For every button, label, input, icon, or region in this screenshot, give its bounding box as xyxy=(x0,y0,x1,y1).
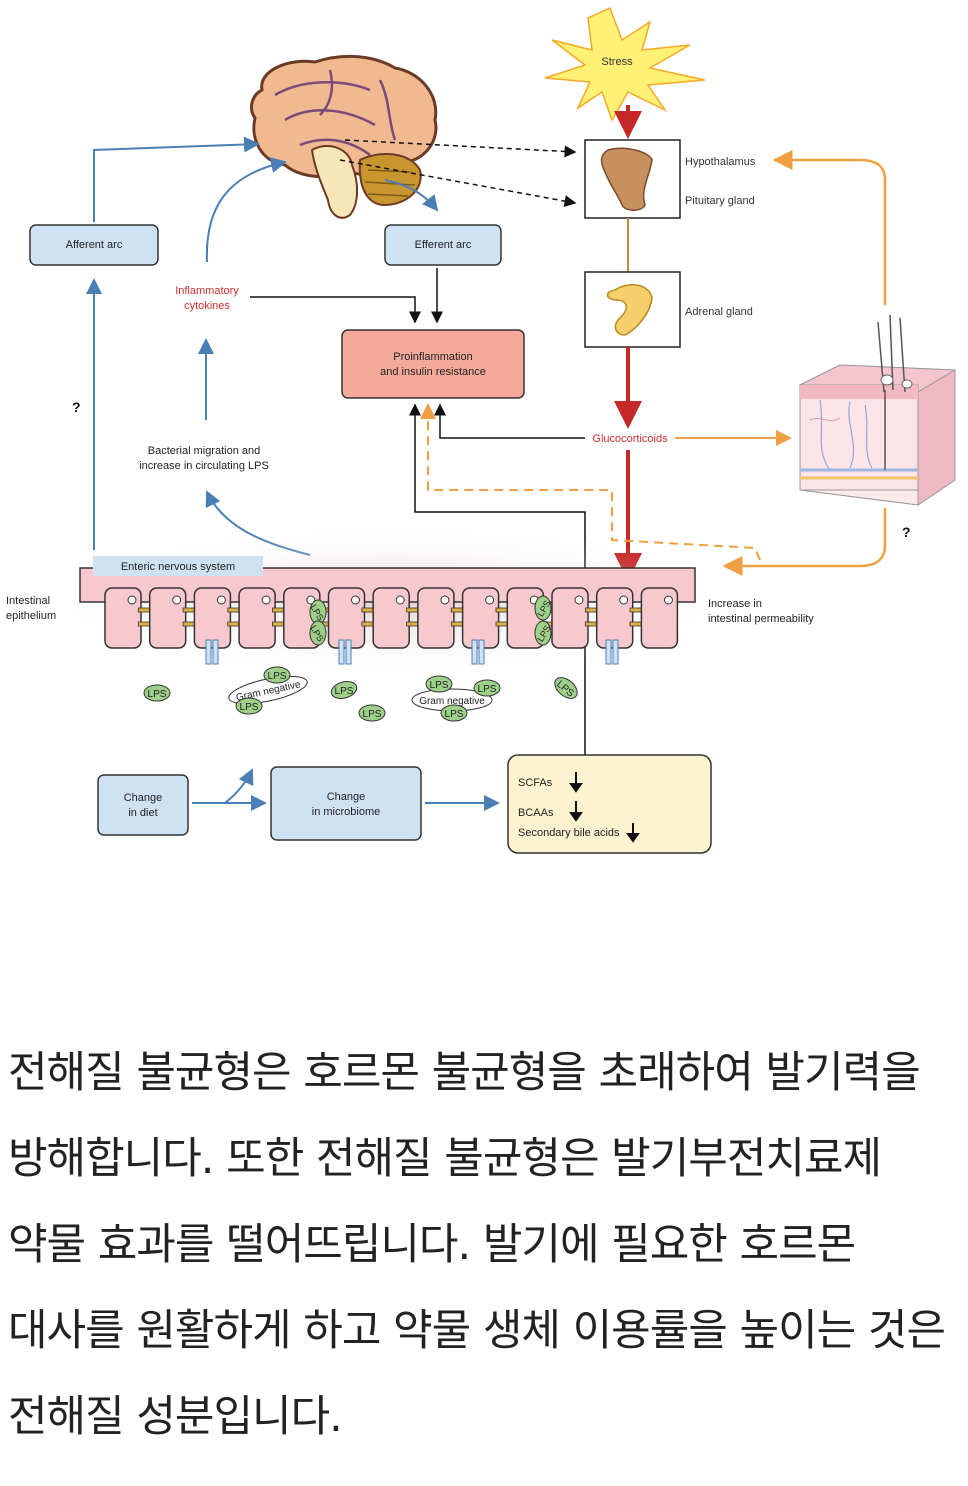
cell-nucleus xyxy=(485,595,495,605)
change-in-diet-box xyxy=(97,774,189,836)
hypothalamus-label: Hypothalamus xyxy=(685,156,756,168)
receptor xyxy=(612,639,619,665)
intestinal-epithelium-label-2: epithelium xyxy=(6,610,56,622)
adrenal-gland-label: Adrenal gland xyxy=(685,306,753,318)
svg-text:LPS: LPS xyxy=(478,684,497,695)
pituitary-gland-label: Pituitary gland xyxy=(685,195,755,207)
cell-nucleus xyxy=(663,595,673,605)
cell-nucleus xyxy=(440,595,450,605)
question-mark-left: ? xyxy=(72,399,81,415)
bacterial-migration-label-1: Bacterial migration and xyxy=(148,445,261,457)
receptor xyxy=(471,639,478,665)
cell-nucleus xyxy=(172,595,182,605)
epithelial-cell xyxy=(327,587,366,649)
glucocorticoids-to-proinflammation-arrow xyxy=(434,403,585,439)
receptor xyxy=(212,639,219,665)
proinflammation-label-2: and insulin resistance xyxy=(380,366,486,378)
efferent-arc-label: Efferent arc xyxy=(415,239,472,251)
epithelial-cell xyxy=(461,587,500,649)
increase-permeability-label-2: intestinal permeability xyxy=(708,613,814,625)
brain-to-efferent-arrow xyxy=(384,179,439,212)
cell-nucleus xyxy=(395,595,405,605)
intestinal-epithelium-label-1: Intestinal xyxy=(6,595,50,607)
epithelial-cell xyxy=(193,587,232,649)
svg-text:LPS: LPS xyxy=(430,680,449,691)
cell-nucleus xyxy=(574,595,584,605)
proinflammation-label-1: Proinflammation xyxy=(393,351,472,363)
stress-label: Stress xyxy=(601,56,633,68)
receptor xyxy=(338,639,345,665)
afferent-arc-to-brain-arrow xyxy=(93,136,260,222)
inflammatory-cytokines-label-1: Inflammatory xyxy=(175,285,239,297)
change-in-microbiome-label-2: in microbiome xyxy=(312,806,380,818)
bcaas-label: BCAAs xyxy=(518,807,554,819)
receptor xyxy=(345,639,352,665)
receptor xyxy=(205,639,212,665)
skin-cross-section-illustration xyxy=(798,314,957,506)
change-in-diet-label-1: Change xyxy=(124,792,163,804)
epithelial-cell xyxy=(417,587,455,649)
metabolites-box xyxy=(507,754,712,854)
epithelial-cell xyxy=(595,587,634,649)
svg-text:Gram negative: Gram negative xyxy=(419,696,485,707)
caption-paragraph: 전해질 불균형은 호르몬 불균형을 초래하여 발기력을 방해합니다. 또한 전해… xyxy=(8,1048,946,1442)
cell-nucleus xyxy=(216,595,226,605)
epithelial-cell xyxy=(640,587,679,649)
lps-badge xyxy=(143,684,171,702)
change-in-microbiome-label-1: Change xyxy=(327,791,366,803)
pituitary-illustration xyxy=(600,147,653,211)
epithelial-cell xyxy=(372,587,410,649)
bacterial-migration-label-2: increase in circulating LPS xyxy=(139,460,269,472)
epithelial-cell xyxy=(238,587,276,649)
skin-to-hypothalamus-arrow xyxy=(772,150,887,305)
cell-nucleus xyxy=(127,595,137,605)
secondary-bile-acids-label: Secondary bile acids xyxy=(518,827,620,839)
efferent-arc-box xyxy=(384,224,502,266)
svg-text:LPS: LPS xyxy=(240,702,259,713)
change-in-diet-label-2: in diet xyxy=(128,807,157,819)
lps-membrane-group: LPS LPS LPS LPS xyxy=(309,595,552,646)
enteric-nervous-system-label-bg xyxy=(93,556,263,576)
question-mark-right: ? xyxy=(902,524,911,540)
inflammatory-cytokines-label-2: cytokines xyxy=(184,300,230,312)
brain-to-hypothalamus-dashed xyxy=(344,139,577,158)
cell-nucleus xyxy=(261,595,271,605)
cell-nucleus xyxy=(306,595,316,605)
glucocorticoids-label: Glucocorticoids xyxy=(592,433,668,445)
increase-permeability-label-1: Increase in xyxy=(708,598,762,610)
cell-nucleus xyxy=(351,595,360,605)
adrenal-illustration xyxy=(606,283,653,336)
enteric-nervous-system-label: Enteric nervous system xyxy=(121,561,235,573)
skin-to-permeability-arrow xyxy=(722,508,887,576)
permeability-to-proinflammation-dashed xyxy=(420,403,761,561)
decrease-arrows xyxy=(569,772,640,843)
brain-to-pituitary-dashed xyxy=(339,159,577,208)
svg-text:LPS: LPS xyxy=(335,686,354,697)
cytokines-to-brain-arrow xyxy=(205,157,287,263)
proinflammation-box xyxy=(341,329,525,399)
svg-text:LPS: LPS xyxy=(148,689,167,700)
receptor xyxy=(605,639,612,665)
lumen-bacteria: LPS Gram negative LPS LPS LPS LPS Gram n… xyxy=(143,666,578,722)
svg-text:LPS: LPS xyxy=(445,709,464,720)
svg-text:LPS: LPS xyxy=(363,709,382,720)
change-in-microbiome-box xyxy=(270,766,422,841)
cytokines-to-proinflammation-arrow xyxy=(250,296,421,324)
afferent-arc-box xyxy=(29,224,159,266)
cell-nucleus xyxy=(619,595,629,605)
stress-starburst: Stress xyxy=(544,6,706,122)
afferent-arc-label: Afferent arc xyxy=(66,239,123,251)
epithelial-cell xyxy=(148,587,187,649)
receptor xyxy=(478,639,485,665)
epithelial-cell xyxy=(104,587,142,649)
brain-illustration xyxy=(250,54,438,219)
scfas-label: SCFAs xyxy=(518,777,553,789)
gut-brain-axis-diagram: Stress Hypothalamus Pituitary gland Adre… xyxy=(6,6,957,854)
svg-text:LPS: LPS xyxy=(268,671,287,682)
diet-up-arrow xyxy=(224,768,254,804)
epithelial-cell xyxy=(551,587,589,649)
